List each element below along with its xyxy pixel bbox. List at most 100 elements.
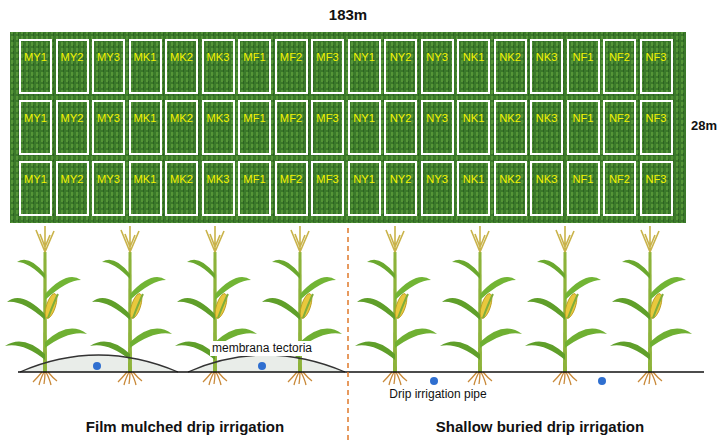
- plot-box: NY1: [348, 161, 381, 216]
- plot-box: NY1: [348, 39, 381, 94]
- plot-box: MF1: [238, 39, 271, 94]
- caption-label: Film mulched drip irrigation: [86, 418, 284, 436]
- plot-label: MK1: [131, 111, 160, 125]
- plot-box: NF2: [603, 100, 636, 155]
- plot-box: MY1: [19, 100, 52, 155]
- plot-box: MF2: [275, 161, 308, 216]
- plot-label: MK2: [167, 172, 196, 186]
- plot-label: NY3: [423, 111, 452, 125]
- plot-label: MF1: [240, 50, 269, 64]
- plot-box: MF2: [275, 39, 308, 94]
- plot-box: NK3: [530, 161, 563, 216]
- plot-label: MF2: [277, 172, 306, 186]
- plot-label: NF1: [569, 111, 598, 125]
- plot-label: MK3: [204, 111, 233, 125]
- plot-label: NY2: [386, 172, 415, 186]
- plot-label: NK1: [459, 111, 488, 125]
- plot-box: MK2: [165, 161, 198, 216]
- caption-label: Shallow buried drip irrigation: [436, 418, 644, 436]
- plot-label: NF3: [642, 111, 671, 125]
- plot-box: NY2: [384, 39, 417, 94]
- plot-box: NY2: [384, 161, 417, 216]
- dimension-label: 183m: [329, 6, 367, 24]
- plot-label: MK3: [204, 50, 233, 64]
- plot-box: MF3: [311, 39, 344, 94]
- plot-box: NF3: [640, 100, 673, 155]
- plot-box: MY1: [19, 161, 52, 216]
- plot-label: MF2: [277, 50, 306, 64]
- plot-label: NK3: [532, 172, 561, 186]
- plot-box: NK2: [494, 100, 527, 155]
- plot-label: NY3: [423, 50, 452, 64]
- plot-box: MK2: [165, 100, 198, 155]
- plot-box: MY3: [92, 100, 125, 155]
- plot-label: NK3: [532, 50, 561, 64]
- plot-label: NK2: [496, 172, 525, 186]
- plot-box: MY3: [92, 161, 125, 216]
- plot-box: NF1: [567, 100, 600, 155]
- plot-box: MF1: [238, 161, 271, 216]
- plot-box: NY3: [421, 161, 454, 216]
- plot-label: NK1: [459, 172, 488, 186]
- plot-label: MY3: [94, 172, 123, 186]
- plot-label: NK2: [496, 111, 525, 125]
- plot-box: MY2: [56, 161, 89, 216]
- plot-box: NF1: [567, 161, 600, 216]
- plot-label: NF1: [569, 172, 598, 186]
- plot-box: MK2: [165, 39, 198, 94]
- plot-box: NF2: [603, 39, 636, 94]
- plot-box: MK1: [129, 100, 162, 155]
- plot-label: NF3: [642, 50, 671, 64]
- plot-box: MK1: [129, 39, 162, 94]
- plot-box: MF2: [275, 100, 308, 155]
- plot-box: NY3: [421, 39, 454, 94]
- plot-label: NF2: [605, 111, 634, 125]
- plot-box: NK2: [494, 161, 527, 216]
- plot-box: MY3: [92, 39, 125, 94]
- plot-label: NK1: [459, 50, 488, 64]
- plot-box: MK3: [202, 100, 235, 155]
- plot-label: NY3: [423, 172, 452, 186]
- plot-box: MF3: [311, 161, 344, 216]
- plot-box: NK3: [530, 39, 563, 94]
- plot-label: NY2: [386, 111, 415, 125]
- plot-label: MF3: [313, 172, 342, 186]
- plot-label: NY1: [350, 50, 379, 64]
- plot-label: NF3: [642, 172, 671, 186]
- plot-label: MF2: [277, 111, 306, 125]
- plot-label: MY2: [58, 172, 87, 186]
- plot-label: NF1: [569, 50, 598, 64]
- plot-box: NF2: [603, 161, 636, 216]
- plot-label: NK3: [532, 111, 561, 125]
- dimension-label: 28m: [691, 118, 717, 134]
- plot-label: NF2: [605, 50, 634, 64]
- part-label: Drip irrigation pipe: [389, 387, 486, 402]
- plot-label: MY3: [94, 111, 123, 125]
- plot-label: MY2: [58, 50, 87, 64]
- plot-box: MF3: [311, 100, 344, 155]
- plot-box: MF1: [238, 100, 271, 155]
- part-label: membrana tectoria: [210, 341, 314, 356]
- plot-box: NY3: [421, 100, 454, 155]
- plot-box: NK2: [494, 39, 527, 94]
- plot-box: NK1: [457, 100, 490, 155]
- plot-box: NY1: [348, 100, 381, 155]
- plot-label: MY2: [58, 111, 87, 125]
- plot-label: MY1: [21, 111, 50, 125]
- plot-label: MY3: [94, 50, 123, 64]
- plot-label: NY2: [386, 50, 415, 64]
- plot-box: MY2: [56, 39, 89, 94]
- plot-box: MK1: [129, 161, 162, 216]
- plot-label: MK1: [131, 50, 160, 64]
- plot-label: MK3: [204, 172, 233, 186]
- plot-box: MY1: [19, 39, 52, 94]
- plot-label: MF1: [240, 111, 269, 125]
- plot-label: MY1: [21, 172, 50, 186]
- plot-box: NF3: [640, 39, 673, 94]
- plot-box: NF3: [640, 161, 673, 216]
- plot-label: MF1: [240, 172, 269, 186]
- plot-label: NY1: [350, 111, 379, 125]
- plot-box: MY2: [56, 100, 89, 155]
- plot-box: NK1: [457, 161, 490, 216]
